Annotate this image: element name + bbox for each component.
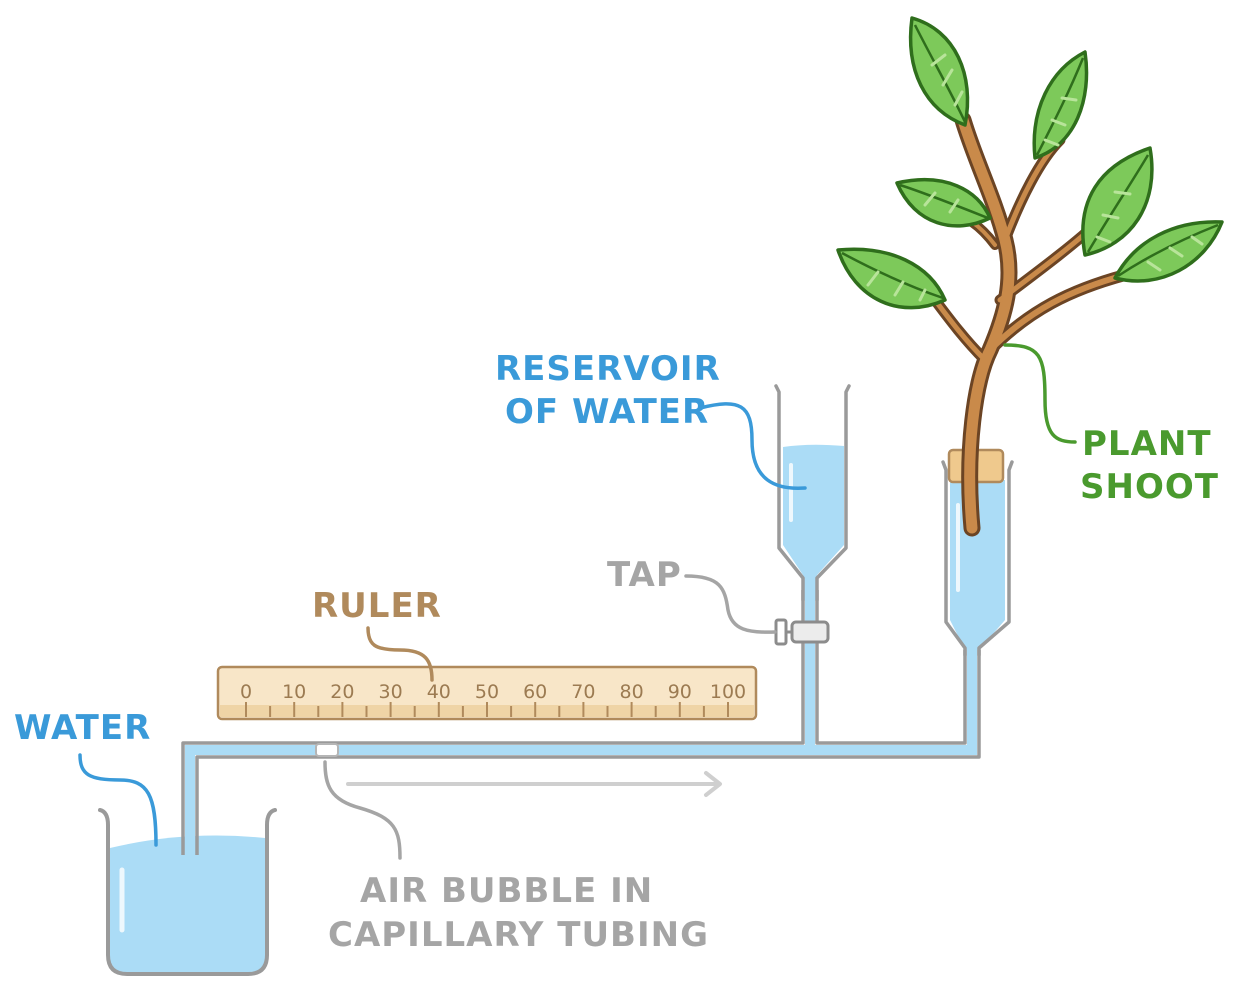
shoot-tube-glass [941, 460, 1014, 657]
tap [774, 618, 830, 646]
capillary-water [185, 590, 977, 855]
leaf-upper-right [1032, 50, 1089, 160]
ruler-tick-label: 10 [282, 681, 306, 703]
plant-leader [1003, 343, 1077, 444]
leader-lines [78, 343, 1077, 860]
water-label: WATER [14, 708, 151, 748]
plant-label-line1: PLANT [1082, 424, 1212, 464]
leaf-mid-right [1081, 146, 1154, 257]
flow-arrow [346, 771, 722, 797]
reservoir-leader [698, 402, 807, 490]
ruler-label: RULER [312, 586, 442, 626]
tap-label: TAP [607, 555, 682, 595]
ruler-tick-label: 30 [379, 681, 403, 703]
reservoir-label-line1: RESERVOIR [495, 349, 721, 389]
tap-handle [774, 618, 788, 646]
leaf-lower-left [836, 247, 947, 310]
reservoir [774, 384, 851, 602]
ruler-ticks: 0 10 20 30 40 50 60 70 80 90 100 [240, 681, 746, 717]
capillary-tubing [181, 590, 981, 855]
tap-body [790, 620, 830, 644]
ruler-tick-label: 0 [240, 681, 252, 703]
capillary-wall-inner [195, 650, 981, 855]
labels: RESERVOIR OF WATER PLANT SHOOT TAP RULER… [14, 349, 1219, 955]
ruler-tick-label: 60 [523, 681, 547, 703]
leaf-mid-left [895, 178, 992, 228]
air-bubble-label-line1: AIR BUBBLE IN [360, 871, 653, 911]
leaf-lower-right [1113, 220, 1224, 283]
plant-label-line2: SHOOT [1080, 467, 1219, 507]
air-bubble [315, 743, 339, 757]
bubble-leader [323, 760, 402, 860]
ruler-tick-label: 90 [668, 681, 692, 703]
reservoir-label-line2: OF WATER [505, 392, 709, 432]
capillary-wall-mid [815, 590, 967, 745]
tap-leader [684, 574, 777, 634]
ruler-tick-label: 80 [620, 681, 644, 703]
beaker-glass [98, 808, 277, 976]
air-bubble-label-line2: CAPILLARY TUBING [328, 915, 709, 955]
ruler-tick-label: 40 [427, 681, 451, 703]
water-leader [78, 753, 158, 847]
capillary-wall-outer [181, 590, 805, 855]
reservoir-glass [774, 384, 851, 602]
leaf-top [908, 16, 970, 127]
plant-shoot [836, 16, 1224, 537]
ruler-tick-label: 20 [330, 681, 354, 703]
ruler-tick-label: 70 [571, 681, 595, 703]
beaker-water [110, 835, 265, 972]
ruler-leader [366, 626, 434, 682]
ruler-tick-label: 100 [710, 681, 746, 703]
ruler-tick-label: 50 [475, 681, 499, 703]
ruler: 0 10 20 30 40 50 60 70 80 90 100 [216, 665, 758, 721]
beaker [98, 808, 277, 976]
reservoir-water [783, 444, 844, 600]
